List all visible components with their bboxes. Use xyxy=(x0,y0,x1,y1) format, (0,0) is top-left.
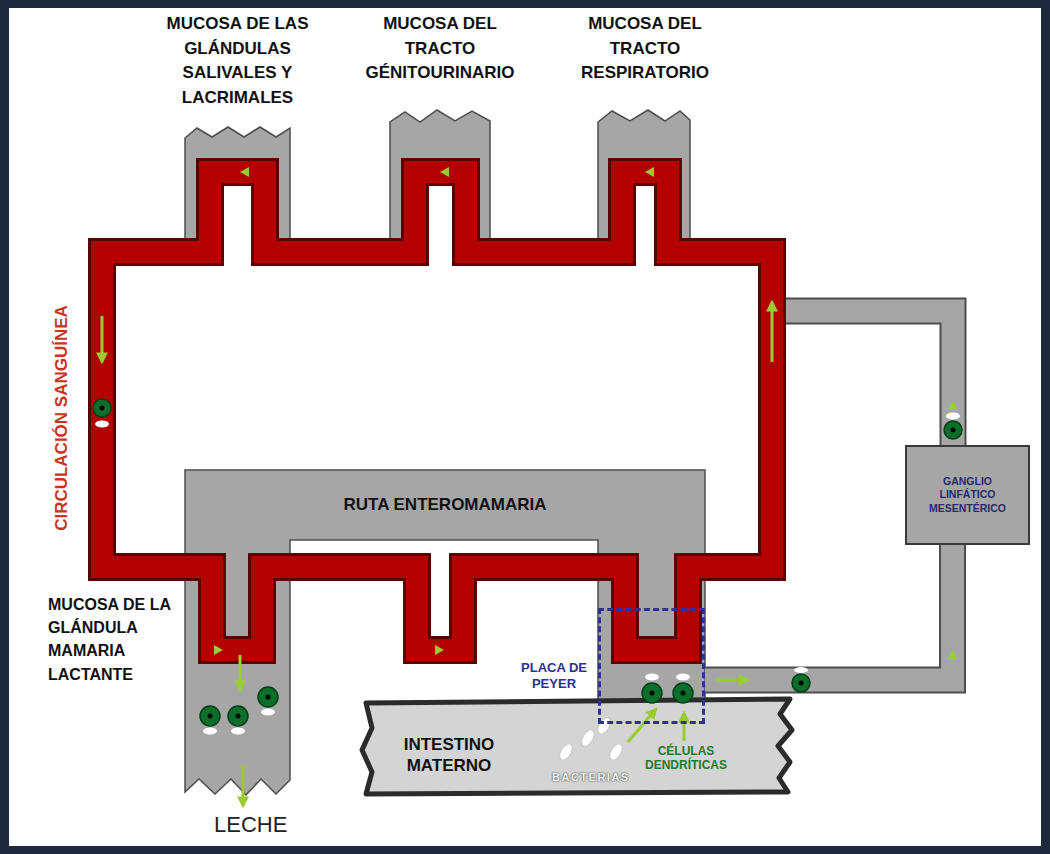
lymphocyte xyxy=(228,706,248,735)
cell-body xyxy=(792,674,810,692)
uptake-arrow xyxy=(628,709,656,742)
lymph-node-box: GANGLIO LINFÁTICO MESENTÉRICO xyxy=(905,445,1030,545)
flow-arrow xyxy=(716,679,748,682)
cell-nucleus xyxy=(236,714,241,719)
panel xyxy=(9,8,1041,846)
cell-label: CÉLULAS DENDRÍTICAS xyxy=(642,745,730,773)
bacteria-label: BACTERIAS xyxy=(552,771,630,784)
stub-gap xyxy=(633,183,657,265)
bacterium xyxy=(607,742,625,763)
dendritic-cell xyxy=(673,674,693,704)
node-text: MUCOSA DEL TRACTO GÉNITOURINARIO xyxy=(357,12,523,86)
stub-gap xyxy=(426,183,455,265)
mucosa-region: MUCOSA DEL TRACTO RESPIRATORIO xyxy=(560,12,730,252)
node-text: INTESTINO MATERNO xyxy=(394,734,504,777)
cell-nucleus xyxy=(681,691,686,696)
flow-arrow xyxy=(242,765,245,806)
lymphocyte xyxy=(792,667,810,692)
node-text: MUCOSA DEL TRACTO RESPIRATORIO xyxy=(562,12,728,86)
cell-body xyxy=(200,706,220,726)
mucosa-region: MUCOSA DEL TRACTO GÉNITOURINARIO xyxy=(355,12,525,252)
cell-body xyxy=(228,706,248,726)
cell-nucleus xyxy=(208,714,213,719)
dendritic-cell xyxy=(642,674,662,704)
lymph-channel xyxy=(772,311,953,447)
antigen xyxy=(946,413,960,420)
mucosa-region: MUCOSA DE LAS GLÁNDULAS SALIVALES Y LACR… xyxy=(150,12,325,252)
flow-arrow xyxy=(101,316,104,362)
cell-body xyxy=(93,399,111,417)
lymph-vessel-outline xyxy=(705,545,953,680)
blood-loop xyxy=(102,172,772,650)
bacterium xyxy=(557,742,575,763)
node-text: PLACA DE PEYER xyxy=(514,660,594,693)
flow-triangle xyxy=(214,645,223,655)
flow-triangle xyxy=(440,167,449,177)
antigen xyxy=(794,667,808,673)
cell-body xyxy=(258,687,278,707)
flow-triangle xyxy=(645,167,654,177)
flow-triangle xyxy=(948,401,958,410)
flow-arrow xyxy=(239,655,242,690)
cell-nucleus xyxy=(799,681,804,686)
cell-nucleus xyxy=(650,691,655,696)
node-text: GANGLIO LINFÁTICO MESENTÉRICO xyxy=(921,475,1014,516)
pathway-band: RUTA ENTEROMAMARIA xyxy=(185,470,705,540)
lymphocyte xyxy=(944,413,962,440)
flow-triangle xyxy=(435,645,444,655)
cell-body xyxy=(944,421,962,439)
stub-gap xyxy=(221,183,254,265)
lymphocyte xyxy=(93,399,111,428)
mucosa-region: MUCOSA DE LA GLÁNDULA MAMARIA LACTANTE xyxy=(48,555,293,800)
node-text: MUCOSA DE LAS GLÁNDULAS SALIVALES Y LACR… xyxy=(155,12,320,111)
cell-body xyxy=(642,683,662,703)
leader-arrow xyxy=(683,713,686,741)
cell-nucleus xyxy=(266,695,271,700)
lymph-vessel xyxy=(705,545,953,680)
cell-nucleus xyxy=(951,428,956,433)
connectors xyxy=(705,545,953,680)
antigen xyxy=(203,728,217,735)
milk-label: LECHE xyxy=(214,812,287,837)
blood-loop-outline xyxy=(102,172,772,650)
connector-outlines xyxy=(705,545,953,680)
flow-triangle xyxy=(240,167,249,177)
lymphocyte xyxy=(258,687,278,716)
antigen xyxy=(261,709,275,716)
cell-body xyxy=(673,683,693,703)
antigen xyxy=(676,674,690,681)
lymphocyte xyxy=(200,706,220,735)
node-text: MUCOSA DE LA GLÁNDULA MAMARIA LACTANTE xyxy=(48,593,182,686)
intestine-wall xyxy=(362,699,792,794)
bacterium xyxy=(579,728,597,749)
antigen xyxy=(95,421,109,428)
antigen xyxy=(231,728,245,735)
node-text: RUTA ENTEROMAMARIA xyxy=(185,495,705,515)
circulation-label: CIRCULACIÓN SANGUÍNEA xyxy=(52,305,72,531)
cell-nucleus xyxy=(100,406,105,411)
antigen xyxy=(645,674,659,681)
flow-arrow xyxy=(771,302,774,362)
lymph-channel-outline xyxy=(772,311,953,447)
peyer-patch-box: PLACA DE PEYER xyxy=(598,608,705,724)
